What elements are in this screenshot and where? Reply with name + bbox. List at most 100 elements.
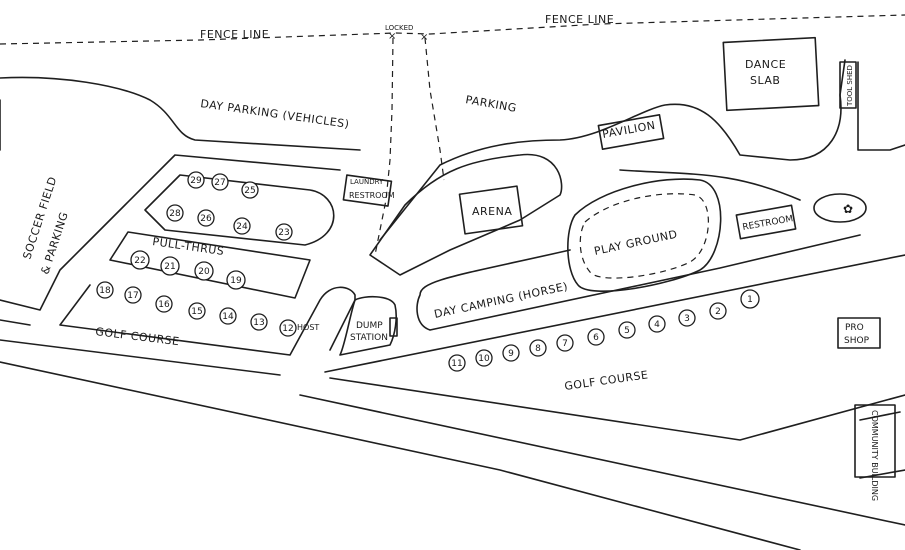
left-loop-road xyxy=(144,174,335,246)
soccer-field-boundary xyxy=(0,76,361,151)
lower-left-road xyxy=(59,284,356,356)
site-12: 12 xyxy=(279,319,297,337)
site-7: 7 xyxy=(556,334,574,352)
svg-text:22: 22 xyxy=(134,256,145,266)
community-building-label: COMMUNITY BUILDING xyxy=(870,410,879,501)
laundry-restroom-building xyxy=(342,174,393,207)
site-25: 25 xyxy=(241,181,259,199)
road-left-upper xyxy=(0,154,341,311)
site-3: 3 xyxy=(678,309,696,327)
svg-text:7: 7 xyxy=(562,339,568,349)
upper-right-road xyxy=(379,59,846,241)
svg-text:29: 29 xyxy=(190,176,202,186)
site-9: 9 xyxy=(502,344,520,362)
gate-line-right xyxy=(424,37,445,181)
site-20: 20 xyxy=(194,261,214,281)
site-18: 18 xyxy=(96,281,114,299)
day-camping-strip xyxy=(416,234,861,331)
svg-text:2: 2 xyxy=(715,307,721,317)
site-21: 21 xyxy=(160,256,180,276)
arena-building xyxy=(458,185,524,235)
site-26: 26 xyxy=(197,209,215,227)
locked-label: LOCKED xyxy=(385,24,413,32)
restroom-right-building xyxy=(735,204,797,240)
dump-station-label-1: DUMP xyxy=(356,321,383,331)
arena-label: ARENA xyxy=(472,205,512,218)
gate-mark-left: × xyxy=(388,31,396,42)
main-road-upper xyxy=(324,254,905,373)
right-road-bottom xyxy=(859,411,905,479)
svg-text:20: 20 xyxy=(198,267,210,277)
central-road xyxy=(369,153,563,276)
site-11: 11 xyxy=(448,354,466,372)
tree-glyph: ✿ xyxy=(843,202,853,216)
dance-slab xyxy=(722,36,820,112)
dump-station-area xyxy=(339,295,397,356)
pull-thrus-label: PULL-THRUS xyxy=(152,235,225,258)
site-5: 5 xyxy=(618,321,636,339)
fence-label-left: FENCE LINE xyxy=(200,28,269,41)
right-edge-line xyxy=(857,61,905,151)
golf-course-left-label: GOLF COURSE xyxy=(95,325,181,348)
tool-shed xyxy=(839,61,857,109)
site-29: 29 xyxy=(187,171,205,189)
svg-text:11: 11 xyxy=(451,359,462,369)
community-building xyxy=(854,404,896,478)
svg-text:26: 26 xyxy=(200,214,212,224)
site-17: 17 xyxy=(124,286,142,304)
host-label: HOST xyxy=(297,323,319,332)
svg-text:10: 10 xyxy=(478,354,490,364)
gate-mark-right: × xyxy=(420,32,428,43)
tree-icon xyxy=(813,193,867,223)
site-27: 27 xyxy=(211,173,229,191)
dump-station-label-2: STATION xyxy=(350,333,388,343)
svg-text:9: 9 xyxy=(508,349,514,359)
site-6: 6 xyxy=(587,328,605,346)
svg-text:14: 14 xyxy=(222,312,234,322)
svg-text:5: 5 xyxy=(624,326,630,336)
pro-shop xyxy=(837,317,881,349)
pavilion-label: PAVILION xyxy=(601,119,656,141)
svg-text:25: 25 xyxy=(244,186,255,196)
restroom-left-label: RESTROOM xyxy=(349,191,395,200)
tool-shed-label: TOOL SHED xyxy=(846,65,854,107)
svg-text:16: 16 xyxy=(158,300,170,310)
golf-course-right-label: GOLF COURSE xyxy=(564,368,650,393)
svg-text:21: 21 xyxy=(164,262,175,272)
svg-text:17: 17 xyxy=(127,291,138,301)
svg-text:15: 15 xyxy=(191,307,202,317)
bottom-road xyxy=(0,361,905,550)
laundry-label: LAUNDRY xyxy=(350,178,384,186)
dance-slab-label-2: SLAB xyxy=(750,74,780,87)
svg-text:27: 27 xyxy=(214,178,225,188)
svg-text:1: 1 xyxy=(747,295,753,305)
dance-slab-label-1: DANCE xyxy=(745,58,786,71)
svg-text:24: 24 xyxy=(236,222,248,232)
day-parking-label: DAY PARKING (VEHICLES) xyxy=(200,97,351,131)
site-22: 22 xyxy=(130,250,150,270)
pro-shop-label-1: PRO xyxy=(845,323,864,333)
playground-label: PLAY GROUND xyxy=(593,228,679,258)
pro-shop-label-2: SHOP xyxy=(844,336,870,346)
site-24: 24 xyxy=(233,217,251,235)
svg-text:8: 8 xyxy=(535,344,541,354)
svg-text:23: 23 xyxy=(278,228,289,238)
playground-outer xyxy=(567,178,722,292)
fence-line xyxy=(0,14,905,45)
site-19: 19 xyxy=(226,270,246,290)
svg-text:6: 6 xyxy=(593,333,599,343)
site-1: 1 xyxy=(740,289,760,309)
site-28: 28 xyxy=(166,204,184,222)
site-15: 15 xyxy=(188,302,206,320)
site-4: 4 xyxy=(648,315,666,333)
svg-text:18: 18 xyxy=(99,286,111,296)
site-2: 2 xyxy=(709,302,727,320)
svg-text:28: 28 xyxy=(169,209,181,219)
gate-line-left xyxy=(374,37,394,256)
golf-left-road xyxy=(0,319,281,376)
site-13: 13 xyxy=(250,313,268,331)
main-road-lower xyxy=(329,377,905,441)
site-16: 16 xyxy=(155,295,173,313)
parking-label: PARKING xyxy=(464,93,517,115)
